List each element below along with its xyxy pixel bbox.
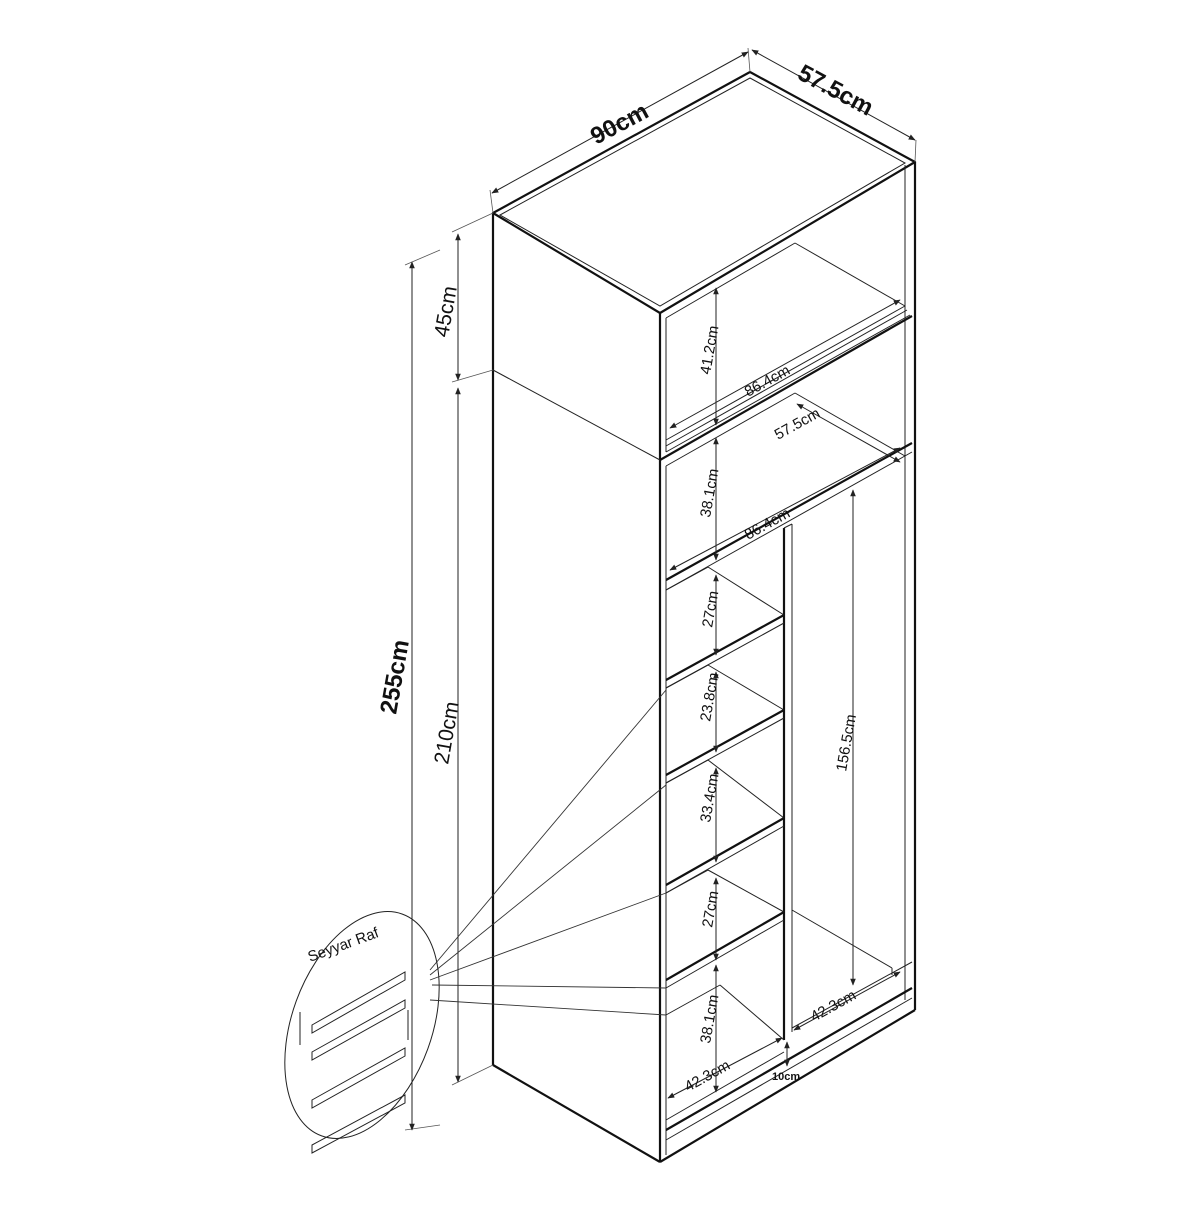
hanging-height-label: 156.5cm (833, 713, 860, 773)
middle-divider (782, 523, 793, 1040)
mobile-shelf-detail (284, 689, 667, 1154)
left-bottom-width-label: 42.3cm (682, 1057, 733, 1096)
total-height-label: 255cm (375, 638, 415, 716)
dimension-lines (404, 47, 917, 1131)
left-bottom-height-label: 38.1cm (697, 993, 722, 1044)
top-unit-height-label: 45cm (430, 284, 462, 339)
plinth-height-label: 10cm (772, 1071, 800, 1083)
main-height-label: 210cm (430, 700, 464, 766)
left-shelf-1-label: 27cm (699, 590, 722, 629)
second-shelf-width-label: 86.4cm (742, 505, 793, 544)
second-shelf-height-label: 38.1cm (697, 467, 722, 518)
depth-label: 57.5cm (793, 59, 878, 121)
right-bottom-width-label: 42.3cm (808, 987, 859, 1026)
left-shelf-3-label: 33.4cm (697, 772, 722, 823)
top-shelf-height-label: 41.2cm (697, 324, 722, 375)
left-shelves (665, 566, 785, 1041)
left-shelf-2-label: 23.8cm (697, 671, 722, 722)
inner-depth-label: 57.5cm (772, 405, 823, 444)
left-shelf-4-label: 27cm (699, 890, 722, 929)
